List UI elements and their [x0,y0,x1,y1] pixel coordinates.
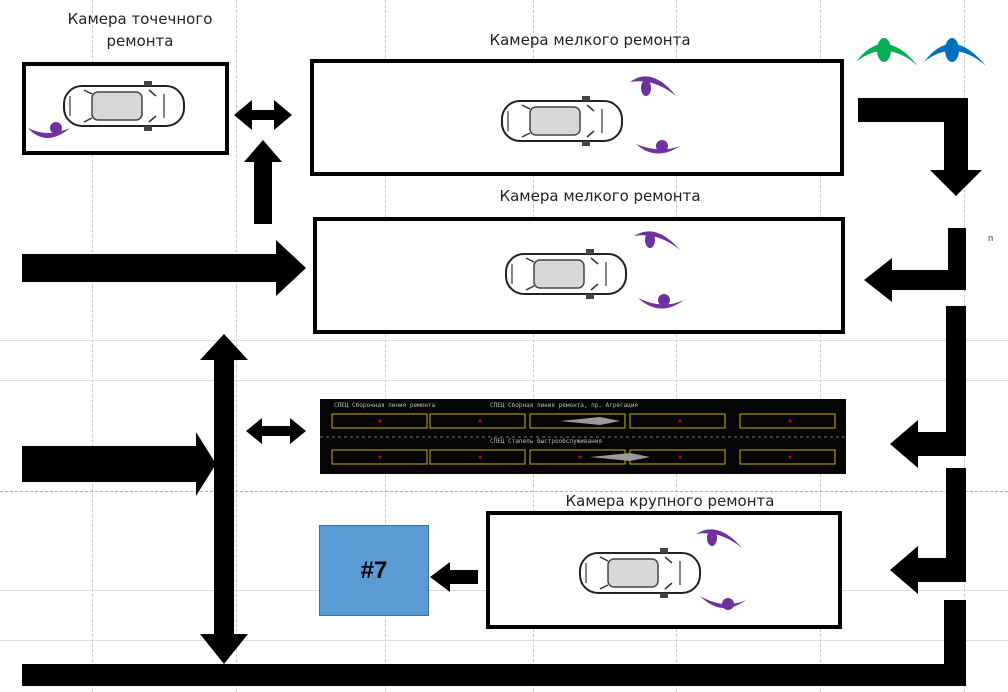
spot-repair-label: Камера точечного ремонта [67,10,213,50]
arrow-left-icon [864,228,966,302]
badge-7: #7 [319,525,429,616]
watcher-green-icon [856,38,918,66]
worker-icon [630,76,676,96]
double-arrow-vertical-icon [200,334,248,664]
arrow-left-icon [890,306,966,468]
grid-line [0,380,1008,381]
worker-icon [700,596,746,610]
side-char: п [988,234,994,243]
grid-line [820,0,821,692]
grid-line [385,0,386,692]
worker-icon [634,231,680,250]
small-repair-label-2: Камера мелкого ремонта [499,187,701,205]
watcher-blue-icon [924,38,986,66]
worker-icon [638,294,684,309]
grid-line [0,640,1008,641]
lift-text-3: СПЕЦ Стапель быстрообслуживания [490,438,602,445]
major-repair-label: Камера крупного ремонта [565,492,775,510]
arrow-right-icon [22,240,306,296]
lift-panel: СПЕЦ Сборочная линия ремонта СПЕЦ Сборна… [320,399,846,474]
grid-line [92,0,93,692]
worker-icon [636,140,680,154]
lift-text-1: СПЕЦ Сборочная линия ремонта [334,402,436,409]
car-major [579,547,701,599]
arrow-up-icon [244,140,282,224]
small-repair-label-1: Камера мелкого ремонта [489,31,691,49]
arrow-down-icon [858,98,982,196]
double-arrow-icon [246,418,306,444]
car-spot [63,80,185,132]
arrow-left-icon [430,562,478,592]
grid-line [236,0,237,692]
worker-icon [28,122,70,138]
double-arrow-icon [234,100,292,130]
car-small-2 [505,248,627,300]
car-small-1 [501,95,623,147]
grid-line [0,340,1008,341]
lift-lines [320,413,846,465]
lift-text-2: СПЕЦ Сборная линия ремонта, пр. Агрегаци… [490,402,639,409]
arrow-right-icon [22,432,216,496]
grid-line [533,0,534,692]
return-path-icon [22,600,966,686]
grid-line [0,491,1008,492]
worker-icon [696,529,742,548]
grid-line [676,0,677,692]
arrow-left-icon [890,468,966,594]
